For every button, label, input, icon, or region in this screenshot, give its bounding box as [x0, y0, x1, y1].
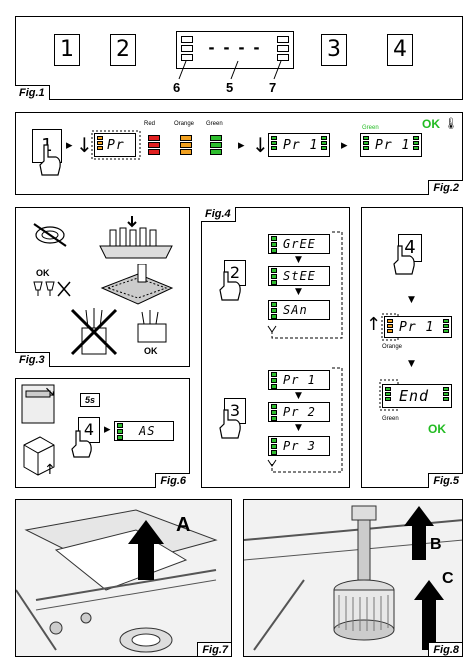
- callout-5: 5: [226, 80, 234, 95]
- fig1-panel: 1 2 - - - - 6 5 7 3 4 Fig.1: [15, 16, 463, 100]
- arrow-right-icon: ▸: [341, 138, 348, 153]
- arrow-up-icon: ↑: [44, 462, 56, 478]
- key-1[interactable]: 1: [54, 34, 80, 66]
- fig7-label: Fig.7: [197, 642, 231, 656]
- hand-icon: [71, 430, 92, 458]
- arrow-up-icon: ↑: [366, 314, 382, 335]
- state-orange-bars: [180, 135, 192, 155]
- arrow-right-icon: ▸: [104, 422, 111, 437]
- arrow-down-icon: ▼: [408, 359, 415, 369]
- green-label: Green: [382, 416, 399, 422]
- box-icon: [23, 436, 55, 476]
- arrow-c-label: C: [442, 570, 454, 587]
- fig4-label: Fig.4: [201, 207, 236, 222]
- loop-dashed-a: [267, 231, 343, 339]
- ok-label: OK: [422, 117, 440, 131]
- ok-label: OK: [428, 422, 446, 436]
- fig7-panel: A Fig.7: [15, 499, 232, 657]
- fig2-label: Fig.2: [428, 180, 463, 195]
- fig5-lcd-end: End: [382, 384, 452, 408]
- display-screen: - - - -: [208, 37, 262, 57]
- fig4-lcd-stee: StEE: [268, 266, 330, 286]
- arrow-down-icon: ▼: [295, 423, 302, 433]
- arrow-down-icon: ▼: [295, 287, 302, 297]
- ok-top-label: OK: [36, 268, 50, 278]
- fig2-panel: 1 ▸ ↓ Pr Red Orange Green ▸ ↓ Pr 1 ▸ Gre…: [15, 112, 463, 195]
- fig6-lcd-as: AS: [114, 421, 174, 441]
- fig4-lcd-pr1: Pr 1: [268, 370, 330, 390]
- arrow-down-icon: ▼: [408, 295, 415, 305]
- fig4-lcd-pr2: Pr 2: [268, 402, 330, 422]
- hand-icon: [393, 245, 415, 275]
- hand-icon: [39, 144, 61, 176]
- fig5-lcd-pr1: Pr 1: [384, 316, 452, 338]
- no-loose-item-icon: [33, 223, 67, 247]
- fig8-label: Fig.8: [428, 642, 462, 656]
- state-red-label: Red: [144, 121, 156, 127]
- fig3-panel: OK OK Fig.3: [15, 207, 190, 367]
- key-3[interactable]: 3: [321, 34, 347, 66]
- callout-7: 7: [269, 80, 277, 95]
- fig2-lcd-pr: Pr: [94, 133, 136, 157]
- arrow-right-icon: ▸: [66, 138, 73, 153]
- orange-label: Orange: [382, 344, 403, 350]
- arrow-down-right-icon: ↘: [44, 384, 56, 400]
- state-green-label: Green: [206, 121, 223, 127]
- fig3-label: Fig.3: [15, 352, 50, 367]
- arrow-b-label: B: [430, 536, 442, 553]
- callout-6: 6: [173, 80, 181, 95]
- fig4-panel: Fig.4 2 GrEE ▼ StEE ▼ SAn 3 Pr 1 ▼ Pr 2 …: [201, 207, 350, 488]
- cutlery-crossed-icon: [70, 308, 118, 356]
- arrow-down-icon: ▼: [295, 255, 302, 265]
- state-red-bars: [148, 135, 160, 155]
- dishwasher-door-icon: [21, 384, 55, 424]
- arrow-down-icon: ▼: [295, 391, 302, 401]
- arrow-down-icon: ↓: [252, 133, 269, 157]
- filter-cylinder-illustration: [244, 500, 462, 656]
- hand-icon: [219, 271, 241, 301]
- arrow-down-icon: ↓: [76, 133, 93, 157]
- fig1-label: Fig.1: [15, 85, 50, 100]
- fig2-lcd-pr1-green: Pr 1: [360, 133, 422, 157]
- callout-lines: [178, 60, 282, 80]
- glasses-icon: [33, 281, 71, 297]
- arrow-right-icon: ▸: [238, 138, 245, 153]
- key-4[interactable]: 4: [387, 34, 413, 66]
- loop-dashed-b: [267, 367, 343, 473]
- green-label: Green: [362, 125, 379, 131]
- arrow-a-label: A: [176, 514, 191, 536]
- fig4-lcd-san: SAn: [268, 300, 330, 320]
- tub-filter-illustration: [16, 500, 231, 656]
- fig8-panel: B C Fig.8: [243, 499, 463, 657]
- fig4-lcd-pr3: Pr 3: [268, 436, 330, 456]
- display-left-buttons: [181, 36, 193, 61]
- fig5-label: Fig.5: [428, 473, 463, 488]
- display-right-buttons: [277, 36, 289, 61]
- blink-burst-icon: [91, 130, 141, 160]
- ok-bottom-label: OK: [144, 346, 158, 356]
- fig6-panel: ↘ ↑ 5s 4 ▸ AS Fig.6: [15, 378, 190, 488]
- hand-icon: [219, 409, 241, 439]
- basket-icon: [100, 264, 174, 305]
- state-green-bars: [210, 135, 222, 155]
- state-orange-label: Orange: [174, 121, 195, 127]
- cutlery-ok-icon: [137, 310, 167, 343]
- key-2[interactable]: 2: [110, 34, 136, 66]
- fig6-label: Fig.6: [155, 473, 190, 488]
- fig5-panel: 4 ▼ ↑ Pr 1 Orange ▼ End Green OK Fig.5: [361, 207, 463, 488]
- fig4-lcd-gree: GrEE: [268, 234, 330, 254]
- thermometer-icon: 🌡: [444, 118, 458, 130]
- time-label: 5s: [80, 393, 101, 407]
- fig2-lcd-pr1: Pr 1: [268, 133, 330, 157]
- dish-rack-icon: [99, 216, 173, 259]
